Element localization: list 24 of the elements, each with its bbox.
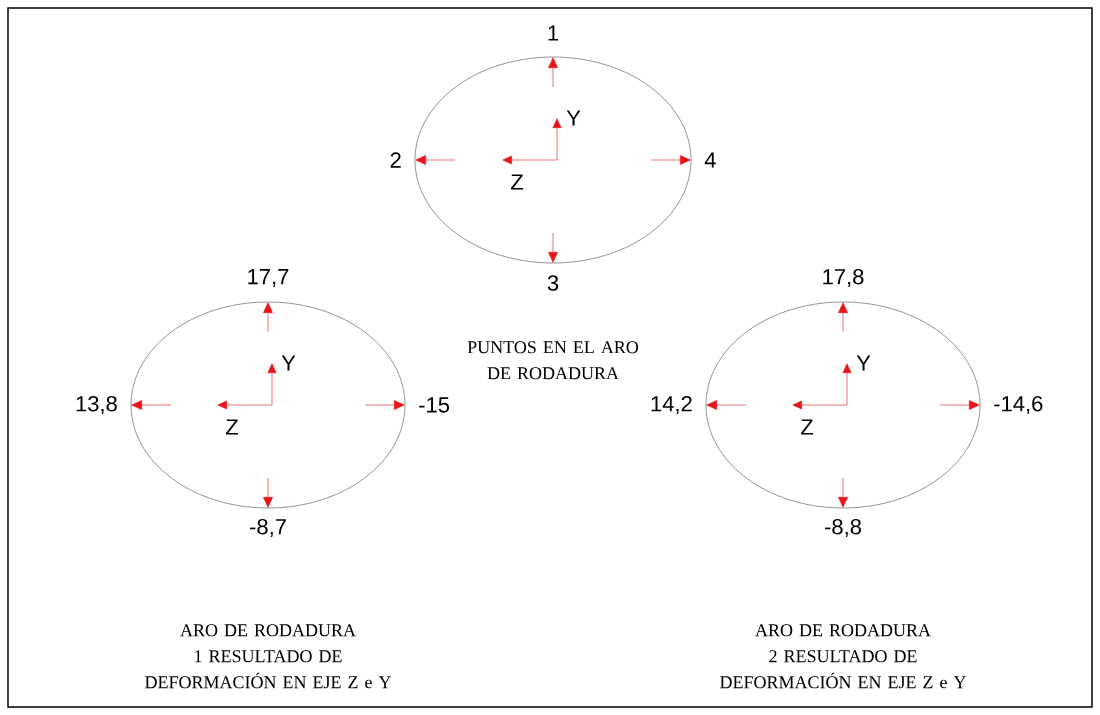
- point-label: 17,8: [823, 268, 864, 288]
- point-label: -8,8: [825, 518, 861, 538]
- point-label: -15: [419, 397, 450, 413]
- axis-label: Z: [226, 419, 239, 435]
- caption: ARO DE RODADURA 1 RESULTADO DE DEFORMACIÓN EN EJE Z e Y: [145, 624, 391, 689]
- point-label: 2: [390, 152, 401, 168]
- caption: PUNTOS EN EL ARO DE RODADURA: [467, 341, 639, 380]
- axis-label: Y: [856, 355, 871, 371]
- ring-ellipse: [705, 301, 981, 509]
- ring-ellipse: [130, 301, 406, 509]
- caption: ARO DE RODADURA 2 RESULTADO DE DEFORMACIÓN EN EJE Z e Y: [720, 624, 967, 689]
- point-label: 3: [547, 275, 559, 291]
- point-label: 14,2: [651, 395, 692, 415]
- axis-label: Y: [281, 355, 296, 371]
- axis-label: Z: [801, 419, 814, 435]
- point-label: 17,7: [248, 269, 289, 287]
- point-label: -8,7: [250, 518, 286, 538]
- point-label: -14,6: [994, 395, 1043, 415]
- point-label: 4: [704, 152, 716, 168]
- point-label: 13,8: [76, 395, 117, 415]
- axis-label: Y: [566, 110, 581, 126]
- point-label: 1: [548, 25, 559, 41]
- ring-ellipse: [414, 56, 692, 264]
- axis-label: Z: [511, 174, 524, 190]
